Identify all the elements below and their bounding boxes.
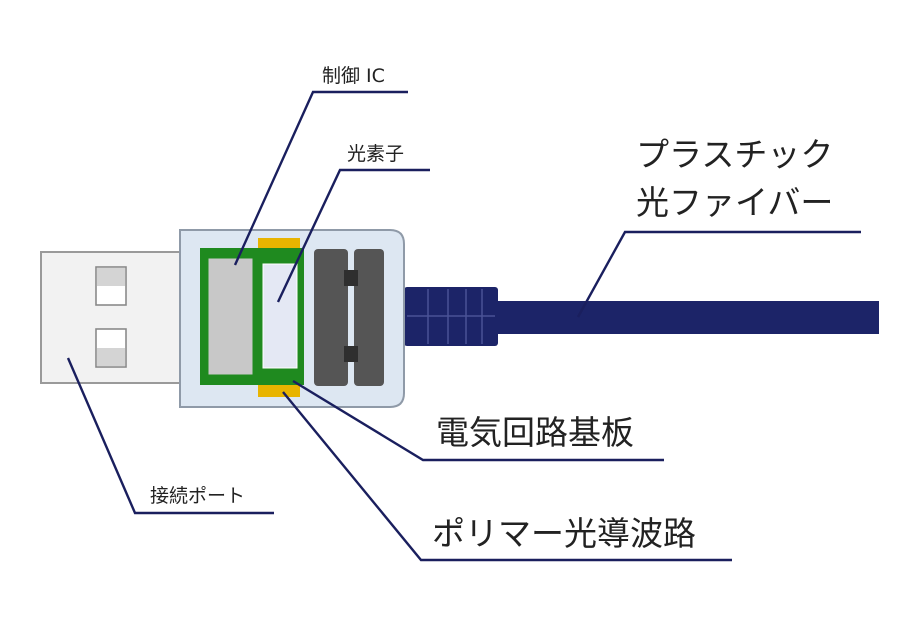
lens-holder-blocks bbox=[314, 249, 384, 386]
leader-optical-element bbox=[276, 168, 430, 303]
usb-plug bbox=[40, 251, 184, 384]
leader-polymer-waveguide bbox=[282, 391, 732, 562]
leader-control-ic bbox=[233, 90, 408, 266]
label-connection-port: 接続ポート bbox=[150, 485, 245, 507]
plastic-optical-fiber bbox=[404, 287, 879, 346]
control-ic-chip bbox=[207, 257, 254, 376]
leader-circuit-board bbox=[292, 379, 664, 462]
leader-plastic-fiber bbox=[576, 230, 861, 318]
leader-lines bbox=[66, 90, 861, 562]
optical-element bbox=[262, 263, 298, 369]
label-control-ic: 制御 IC bbox=[322, 65, 385, 87]
leader-connection-port bbox=[66, 357, 274, 515]
label-plastic-fiber-line2: 光ファイバー bbox=[636, 183, 833, 222]
label-plastic-fiber-line1: プラスチック bbox=[636, 135, 833, 174]
fiber-cable-body bbox=[495, 301, 879, 334]
strain-relief-ridges bbox=[407, 289, 495, 344]
label-optical-element: 光素子 bbox=[347, 143, 404, 165]
label-circuit-board: 電気回路基板 bbox=[436, 413, 634, 452]
label-polymer-waveguide: ポリマー光導波路 bbox=[432, 514, 696, 553]
